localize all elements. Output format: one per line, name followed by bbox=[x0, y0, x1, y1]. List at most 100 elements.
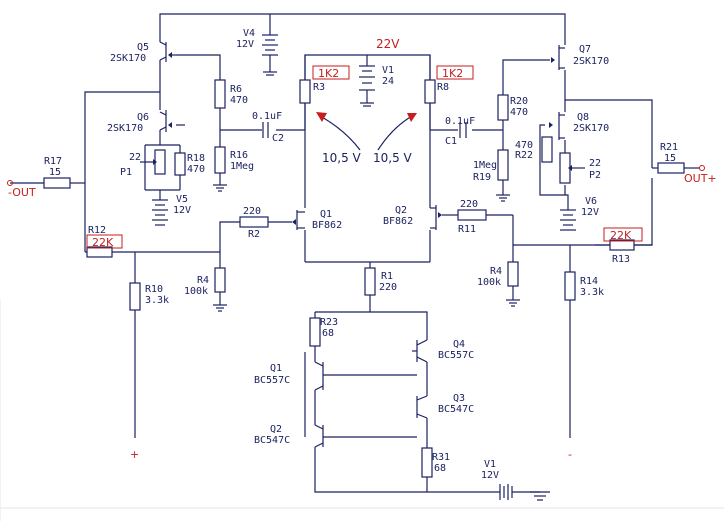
label-R18-value: 470 bbox=[187, 164, 205, 175]
label-R11-value: 220 bbox=[460, 199, 478, 210]
label-R20-value: 470 bbox=[510, 107, 528, 118]
label-V1-top-value: 24 bbox=[382, 76, 394, 87]
label-R22-name: R22 bbox=[515, 150, 533, 161]
label-R4-left-value: 100k bbox=[184, 286, 208, 297]
transistor-Q5 bbox=[159, 41, 176, 62]
label-R2-value: 220 bbox=[243, 206, 261, 217]
resistor-R17 bbox=[43, 177, 71, 189]
label-V5-name: V5 bbox=[176, 194, 188, 205]
label-Q1-bjt-name: Q1 bbox=[270, 363, 282, 374]
label-Q3-name: Q3 bbox=[453, 393, 465, 404]
voltage-arrows bbox=[316, 112, 417, 151]
label-Q2-bjt-value: BC547C bbox=[254, 435, 290, 446]
label-Q1-bjt-value: BC557C bbox=[254, 375, 290, 386]
label-R19-name: R19 bbox=[473, 172, 491, 183]
label-R4-right-name: R4 bbox=[490, 266, 502, 277]
label-R16-name: R16 bbox=[230, 150, 248, 161]
capacitor-C2 bbox=[262, 122, 269, 138]
resistor-R14 bbox=[564, 271, 576, 301]
label-P2-value: 22 bbox=[589, 158, 601, 169]
label-V1-top-name: V1 bbox=[382, 65, 394, 76]
label-R11-name: R11 bbox=[458, 224, 476, 235]
battery-V4 bbox=[262, 34, 278, 76]
label-plus-sign: + bbox=[130, 448, 139, 461]
label-Q2-bjt-name: Q2 bbox=[270, 424, 282, 435]
label-R1-name: R1 bbox=[381, 271, 393, 282]
transistor-Q2-bjt bbox=[314, 424, 324, 448]
label-R13-value: 22K bbox=[610, 229, 632, 242]
wires bbox=[10, 13, 700, 493]
label-Q1-name: Q1 bbox=[320, 209, 332, 220]
background-grid bbox=[0, 300, 724, 521]
resistor-R23 bbox=[309, 317, 321, 347]
transistor-Q2 bbox=[430, 205, 442, 230]
label-Q2-name: Q2 bbox=[395, 205, 407, 216]
label-R21-name: R21 bbox=[660, 142, 678, 153]
label-R6-value: 470 bbox=[230, 95, 248, 106]
resistor-R20 bbox=[497, 94, 509, 121]
label-R14-name: R14 bbox=[580, 276, 598, 287]
resistor-R4-right bbox=[507, 261, 519, 287]
label-R17-value: 15 bbox=[49, 167, 61, 178]
resistor-R16 bbox=[214, 146, 226, 174]
label-Q5-value: 2SK170 bbox=[110, 53, 146, 64]
resistor-R4-left bbox=[214, 267, 226, 293]
label-R21-value: 15 bbox=[664, 153, 676, 164]
battery-V1-top bbox=[359, 65, 375, 107]
label-P1-name: P1 bbox=[120, 167, 132, 178]
transistor-Q1-bjt bbox=[314, 361, 324, 391]
battery-V1-bottom bbox=[499, 484, 513, 500]
label-R4-left-name: R4 bbox=[197, 275, 209, 286]
grounds bbox=[213, 184, 550, 501]
label-R12-name: R12 bbox=[88, 225, 106, 236]
label-V5-value: 12V bbox=[173, 205, 191, 216]
label-R23-name: R23 bbox=[320, 317, 338, 328]
label-C1-value: 0.1uF bbox=[445, 116, 475, 127]
label-R10-value: 3.3k bbox=[145, 295, 169, 306]
label-Q1-value: BF862 bbox=[312, 220, 342, 231]
label-R12-value: 22K bbox=[92, 236, 114, 249]
transistor-Q6 bbox=[159, 110, 172, 132]
resistor-R18 bbox=[174, 152, 186, 176]
label-P1-value: 22 bbox=[129, 152, 141, 163]
output-terminals bbox=[7, 165, 705, 186]
label-Q5-name: Q5 bbox=[137, 42, 149, 53]
label-supply: 22V bbox=[376, 37, 400, 51]
label-Q7-name: Q7 bbox=[579, 44, 591, 55]
transistor-Q3-bjt bbox=[416, 395, 428, 419]
label-R23-value: 68 bbox=[322, 328, 334, 339]
ground-icon bbox=[213, 304, 227, 312]
resistor-R31 bbox=[421, 447, 433, 478]
label-Q2-value: BF862 bbox=[383, 216, 413, 227]
label-R31-name: R31 bbox=[432, 452, 450, 463]
label-V4-name: V4 bbox=[243, 28, 255, 39]
label-V4-value: 12V bbox=[236, 39, 254, 50]
bjt-transistors bbox=[314, 339, 428, 448]
battery-V6 bbox=[560, 209, 576, 231]
label-out-plus: OUT+ bbox=[684, 172, 717, 185]
label-C2-name: C2 bbox=[272, 133, 284, 144]
label-R14-value: 3.3k bbox=[580, 287, 604, 298]
label-V6-value: 12V bbox=[581, 207, 599, 218]
label-V6-name: V6 bbox=[585, 196, 597, 207]
label-R16-value: 1Meg bbox=[230, 161, 254, 172]
label-R1-value: 220 bbox=[379, 282, 397, 293]
label-R20-name: R20 bbox=[510, 96, 528, 107]
label-C2-value: 0.1uF bbox=[252, 111, 282, 122]
resistor-R12 bbox=[86, 246, 113, 258]
label-R3-value: 1K2 bbox=[318, 67, 339, 80]
label-R17-name: R17 bbox=[44, 156, 62, 167]
fet-transistors bbox=[159, 41, 565, 230]
label-right-voltage: 10,5 V bbox=[373, 151, 413, 165]
label-R13-name: R13 bbox=[612, 254, 630, 265]
label-R18-name: R18 bbox=[187, 153, 205, 164]
resistor-R22 bbox=[541, 136, 553, 163]
label-R31-value: 68 bbox=[434, 463, 446, 474]
label-V1-bottom-value: 12V bbox=[481, 470, 499, 481]
label-Q7-value: 2SK170 bbox=[573, 56, 609, 67]
label-R2-name: R2 bbox=[248, 229, 260, 240]
label-R6-name: R6 bbox=[230, 84, 242, 95]
transistor-Q8 bbox=[549, 112, 565, 140]
capacitor-C1 bbox=[459, 122, 467, 138]
